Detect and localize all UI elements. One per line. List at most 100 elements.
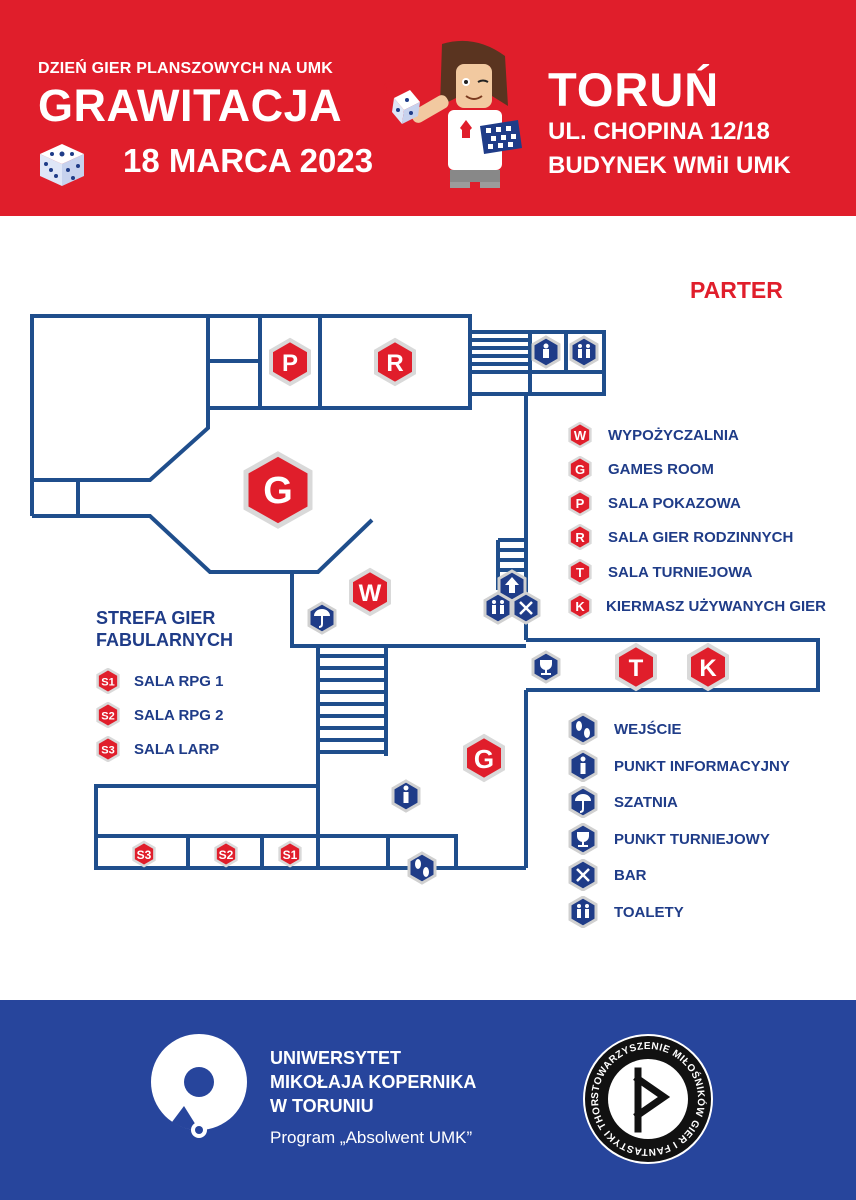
- legend-item: K KIERMASZ UŻYWANYCH GIER: [568, 593, 826, 619]
- room-marker-w-icon: W: [568, 422, 592, 448]
- university-name-line2: MIKOŁAJA KOPERNIKA: [270, 1072, 477, 1092]
- legend-item: PUNKT INFORMACYJNY: [568, 750, 790, 782]
- room-marker-p-icon: P: [568, 490, 592, 516]
- trophy-icon: [568, 823, 598, 855]
- room-marker-t-icon: T: [568, 559, 592, 585]
- umk-logo: [151, 1034, 247, 1138]
- legend-item: BAR: [568, 859, 647, 891]
- room-marker-s2-icon: S2: [96, 702, 120, 728]
- svg-text:S1: S1: [283, 848, 298, 862]
- svg-text:P: P: [282, 350, 298, 377]
- legend-item: G GAMES ROOM: [568, 456, 714, 482]
- mascot-illustration: [383, 40, 522, 194]
- building-walls: [30, 314, 820, 870]
- legend-label: SALA RPG 2: [134, 706, 224, 724]
- university-name-line1: UNIWERSYTET: [270, 1048, 402, 1068]
- floor-plan: P R G W T K G S3 S2 S1: [30, 314, 820, 885]
- room-marker-r: R: [374, 338, 416, 386]
- legend-label: KIERMASZ UŻYWANYCH GIER: [606, 597, 827, 615]
- dice-icon: [40, 144, 84, 186]
- room-marker-s3: S3: [132, 840, 156, 868]
- cutlery-icon: [511, 591, 541, 625]
- trophy-icon: [531, 650, 561, 684]
- umbrella-icon: [307, 601, 337, 635]
- rpg-zone-title-line1: STREFA GIER: [96, 608, 216, 628]
- svg-text:S1: S1: [101, 677, 114, 689]
- legend-item: PUNKT TURNIEJOWY: [568, 823, 770, 855]
- event-address-line1: UL. CHOPINA 12/18: [548, 118, 770, 145]
- legend-label: PUNKT INFORMACYJNY: [614, 757, 790, 775]
- room-marker-s1: S1: [278, 840, 302, 868]
- room-marker-s2: S2: [214, 840, 238, 868]
- legend-label: BAR: [614, 866, 647, 884]
- legend-item: P SALA POKAZOWA: [568, 490, 741, 516]
- legend-label: WEJŚCIE: [614, 720, 682, 738]
- room-marker-g-icon: G: [568, 456, 592, 482]
- legend-item: S3 SALA LARP: [96, 736, 219, 762]
- legend-label: SALA LARP: [134, 740, 220, 758]
- legend-label: PUNKT TURNIEJOWY: [614, 830, 770, 848]
- event-date: 18 MARCA 2023: [123, 142, 374, 179]
- legend-item: SZATNIA: [568, 786, 678, 818]
- room-marker-r-icon: R: [568, 524, 592, 550]
- room-marker-w: W: [349, 568, 391, 616]
- svg-text:S3: S3: [137, 848, 152, 862]
- svg-text:G: G: [263, 470, 293, 512]
- legend-item: W WYPOŻYCZALNIA: [568, 422, 739, 448]
- umbrella-icon: [568, 786, 598, 818]
- cutlery-icon: [568, 859, 598, 891]
- info-icon: [391, 779, 421, 813]
- toilets-icon: [531, 335, 561, 369]
- event-city: TORUŃ: [548, 63, 720, 116]
- svg-text:S2: S2: [101, 711, 114, 723]
- svg-text:W: W: [359, 580, 382, 607]
- stairs-up-arrow-icon: [497, 569, 527, 603]
- svg-text:R: R: [575, 530, 585, 545]
- legend-item: WEJŚCIE: [568, 713, 682, 745]
- legend-item: T SALA TURNIEJOWA: [568, 559, 752, 585]
- svg-text:T: T: [629, 655, 644, 682]
- room-marker-k: K: [687, 643, 729, 691]
- svg-text:K: K: [575, 599, 585, 614]
- university-name-line3: W TORUNIU: [270, 1096, 374, 1116]
- svg-text:S2: S2: [219, 848, 234, 862]
- toilets-icon: [569, 335, 599, 369]
- event-subtitle: DZIEŃ GIER PLANSZOWYCH NA UMK: [38, 60, 333, 77]
- svg-text:T: T: [576, 565, 584, 580]
- footprints-icon: [568, 713, 598, 745]
- legend-label: SALA TURNIEJOWA: [608, 563, 753, 581]
- stairs: [318, 338, 528, 756]
- svg-text:R: R: [386, 350, 403, 377]
- legend-label: SZATNIA: [614, 793, 678, 811]
- legend-item: R SALA GIER RODZINNYCH: [568, 524, 793, 550]
- room-marker-g-bottom: G: [463, 734, 505, 782]
- thorn-association-logo: STOWARZYSZENIE MIŁOŚNIKÓW GIER I FANTAST…: [582, 1029, 713, 1164]
- toilets-icon: [568, 896, 598, 928]
- room-marker-s1-icon: S1: [96, 668, 120, 694]
- svg-text:G: G: [474, 744, 494, 774]
- legend-label: SALA POKAZOWA: [608, 494, 741, 512]
- legend-label: SALA GIER RODZINNYCH: [608, 528, 794, 546]
- floor-label: PARTER: [690, 277, 783, 303]
- room-marker-s3-icon: S3: [96, 736, 120, 762]
- info-icon: [568, 750, 598, 782]
- legend-label: GAMES ROOM: [608, 460, 714, 478]
- svg-text:P: P: [576, 496, 585, 511]
- legend-item: TOALETY: [568, 896, 684, 928]
- legend-label: SALA RPG 1: [134, 672, 224, 690]
- header-banner: DZIEŃ GIER PLANSZOWYCH NA UMK GRAWITACJA…: [0, 0, 856, 216]
- room-marker-g-top: G: [243, 451, 313, 529]
- rpg-zone-title: STREFA GIER FABULARNYCH: [96, 607, 233, 651]
- svg-text:G: G: [575, 462, 585, 477]
- svg-text:K: K: [699, 655, 717, 682]
- footer-banner: UNIWERSYTET MIKOŁAJA KOPERNIKA W TORUNIU…: [0, 1000, 856, 1200]
- rpg-zone-title-line2: FABULARNYCH: [96, 630, 233, 650]
- footprints-icon: [407, 851, 437, 885]
- event-title: GRAWITACJA: [38, 80, 343, 131]
- svg-text:W: W: [574, 428, 587, 443]
- legend-item: S1 SALA RPG 1: [96, 668, 223, 694]
- svg-text:S3: S3: [101, 745, 114, 757]
- room-marker-t: T: [615, 643, 657, 691]
- toilets-icon: [483, 591, 513, 625]
- event-address-line2: BUDYNEK WMiI UMK: [548, 152, 791, 179]
